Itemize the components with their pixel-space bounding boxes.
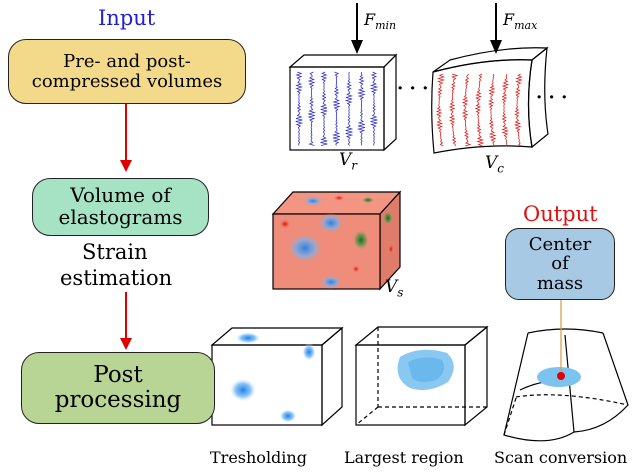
rf-line — [331, 71, 341, 146]
strain-label-line2: estimation — [60, 266, 173, 290]
rf-line — [448, 73, 459, 146]
scan-conversion-volume — [503, 300, 629, 442]
vr-sub: r — [351, 158, 358, 173]
rf-line — [295, 71, 304, 146]
rf-line — [320, 71, 328, 146]
rf-line — [435, 73, 446, 147]
vc-label: Vc — [485, 153, 505, 176]
vs-sub: s — [397, 285, 404, 300]
rf-line — [344, 71, 354, 146]
rf-line — [461, 73, 472, 147]
strain-volume — [271, 190, 402, 291]
elastogram-box-label: Volume of elastograms — [58, 183, 183, 229]
flow-arrow-2-head — [120, 338, 132, 350]
rf-line — [369, 71, 379, 146]
rf-line — [501, 73, 510, 147]
center-of-mass-box: Center of mass — [505, 228, 615, 300]
input-title: Input — [98, 6, 156, 30]
post-compressed-volume — [431, 46, 549, 154]
rf-signals-red — [435, 73, 523, 147]
force-min-sub: min — [375, 19, 397, 33]
post-box-line1: Post — [93, 362, 143, 389]
pre-compressed-volume — [288, 53, 398, 152]
center-box-line2: of — [551, 253, 569, 275]
output-title: Output — [523, 202, 598, 226]
vr-label: Vr — [339, 150, 358, 173]
threshold-volume — [210, 326, 344, 427]
force-max-sub: max — [514, 19, 538, 33]
input-box-label: Pre- and post-compressed volumes — [31, 51, 223, 92]
force-max-arrow — [490, 3, 502, 54]
rf-line — [474, 73, 485, 147]
rf-line — [513, 73, 523, 147]
ellipsis-pre: · · · — [397, 78, 429, 99]
ellipsis-post: · · · — [536, 87, 568, 108]
input-box: Pre- and post-compressed volumes — [8, 39, 246, 104]
rf-line — [356, 71, 366, 146]
largest-region-volume — [354, 325, 489, 427]
vs-label: Vs — [385, 277, 404, 300]
center-box-line3: mass — [536, 272, 584, 294]
post-box-line2: processing — [54, 387, 182, 413]
caption-thresholding: Tresholding — [210, 448, 307, 467]
center-box-line1: Center — [528, 233, 592, 255]
rf-line — [307, 71, 316, 146]
flow-arrow-1-head — [120, 160, 132, 172]
rf-line — [488, 73, 497, 146]
elastogram-box: Volume of elastograms — [32, 178, 209, 236]
rf-signals-blue — [295, 71, 379, 146]
force-min-label: Fmin — [364, 10, 397, 33]
vc-sub: c — [497, 161, 505, 176]
strain-label-line1: Strain — [82, 240, 148, 264]
force-max-label: Fmax — [503, 10, 538, 33]
post-processing-box: Post processing — [21, 352, 215, 424]
caption-largest-region: Largest region — [344, 448, 464, 467]
force-min-arrow — [351, 3, 363, 54]
caption-scan-conversion: Scan conversion — [494, 448, 628, 467]
